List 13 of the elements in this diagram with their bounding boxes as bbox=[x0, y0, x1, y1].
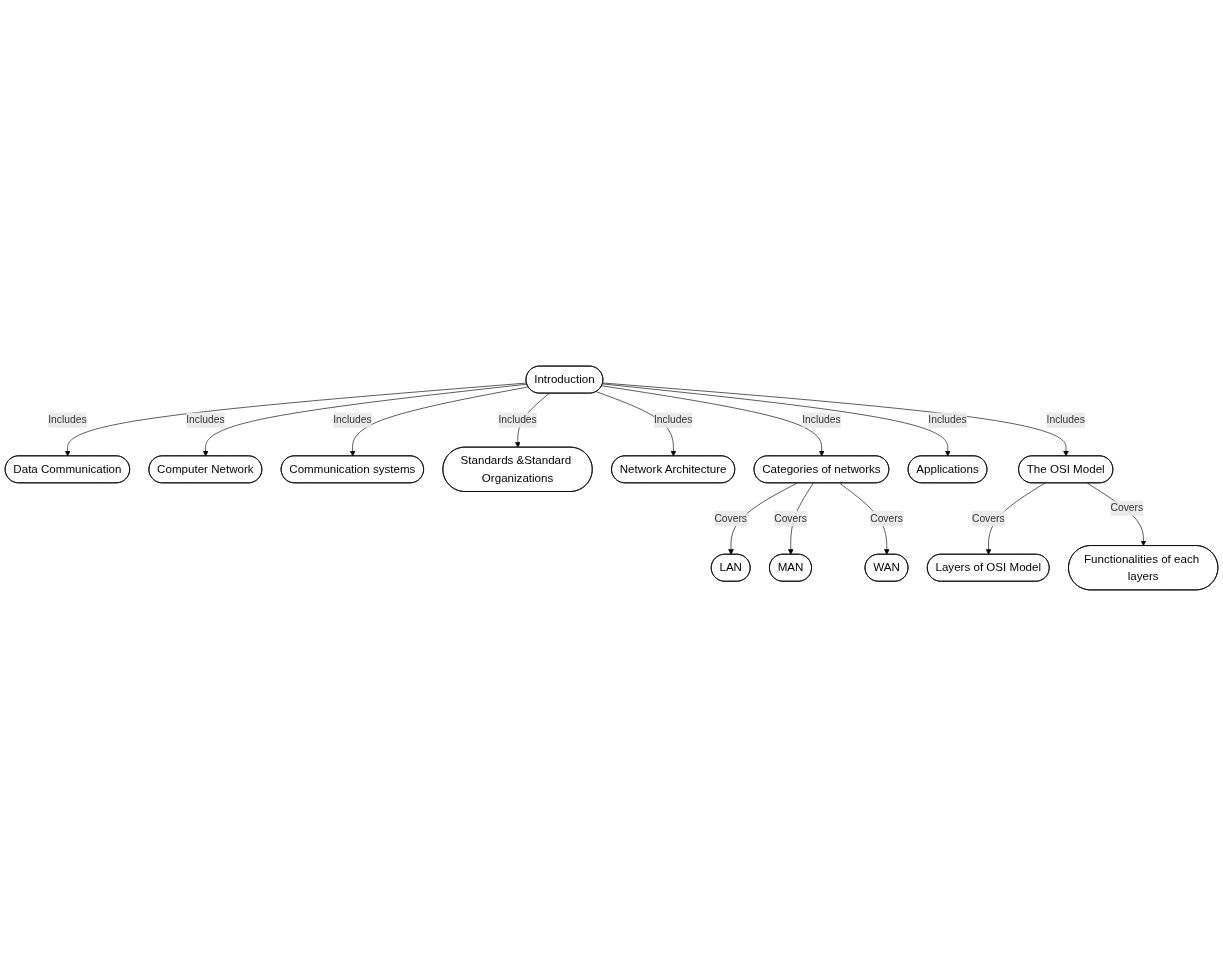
edge-label: Covers bbox=[971, 512, 1005, 524]
edge-label: Includes bbox=[1046, 414, 1085, 426]
edge-label: Includes bbox=[802, 414, 841, 426]
edge-label: Covers bbox=[774, 512, 807, 524]
edge-label: Includes bbox=[333, 414, 372, 426]
edge-label: Includes bbox=[928, 414, 967, 426]
edge-label: Covers bbox=[714, 512, 747, 524]
edge-label: Includes bbox=[653, 414, 693, 426]
edge-label: Includes bbox=[498, 414, 537, 426]
edge-label: Includes bbox=[48, 414, 87, 426]
edge-label: Covers bbox=[870, 512, 903, 524]
edge-label: Includes bbox=[186, 414, 225, 426]
edge-label: Covers bbox=[1110, 502, 1144, 514]
